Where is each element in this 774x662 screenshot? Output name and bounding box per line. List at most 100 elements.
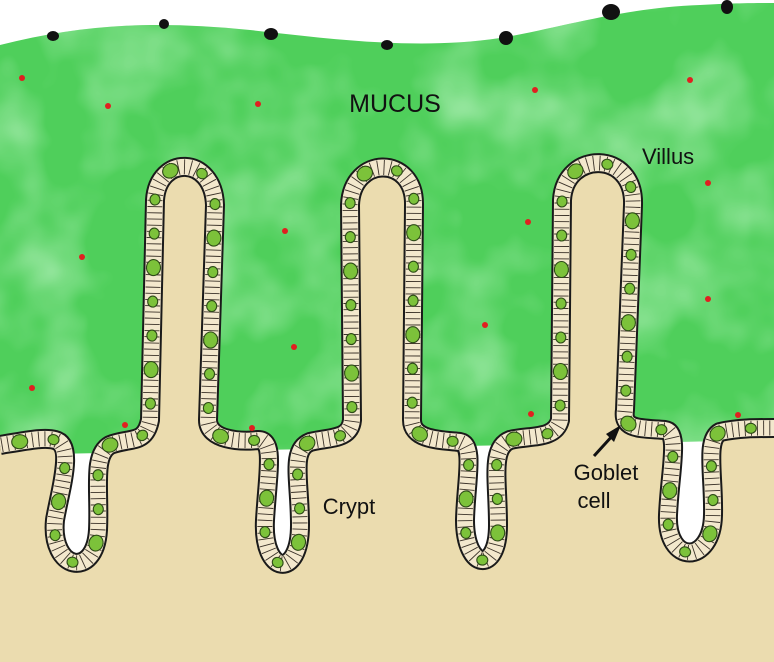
cell-divider xyxy=(91,466,107,469)
goblet-cell xyxy=(292,468,304,481)
cell-divider xyxy=(176,160,181,175)
goblet-cell xyxy=(345,299,357,312)
cell-divider xyxy=(141,421,157,426)
surface-particle xyxy=(159,19,169,29)
goblet-cell xyxy=(259,526,271,539)
cell-divider xyxy=(205,255,221,257)
goblet-cell xyxy=(405,326,421,344)
cell-divider xyxy=(259,542,275,548)
goblet-cell xyxy=(149,193,161,206)
goblet-cell xyxy=(144,397,156,410)
cell-divider xyxy=(343,423,358,431)
goblet-cell xyxy=(411,426,428,442)
cell-divider xyxy=(49,509,64,514)
goblet-cell-label-line2: cell xyxy=(577,488,610,513)
cell-divider xyxy=(534,428,538,444)
goblet-cell xyxy=(271,556,284,569)
cell-divider xyxy=(202,354,218,357)
goblet-cell xyxy=(11,434,29,450)
cell-divider xyxy=(556,188,571,194)
cell-divider xyxy=(694,542,705,556)
cell-divider xyxy=(460,458,477,460)
goblet-cell xyxy=(556,195,568,208)
goblet-cell xyxy=(346,401,358,414)
cell-divider xyxy=(612,162,622,176)
arrow-icon xyxy=(592,425,621,458)
cell-divider xyxy=(592,155,595,171)
cell-divider xyxy=(460,450,476,455)
cell-divider xyxy=(622,280,638,283)
cell-divider xyxy=(90,528,106,531)
cell-divider xyxy=(55,440,69,450)
cell-divider xyxy=(290,459,306,463)
goblet-cell xyxy=(259,489,275,507)
cell-divider xyxy=(344,189,360,195)
cell-divider xyxy=(327,431,331,446)
cell-divider xyxy=(205,249,222,251)
surface-particle xyxy=(721,0,733,14)
goblet-cell xyxy=(620,384,632,397)
goblet-cell xyxy=(744,422,757,434)
cell-divider xyxy=(598,155,601,171)
cell-divider xyxy=(428,430,434,446)
goblet-cell xyxy=(101,437,119,453)
cell-divider xyxy=(231,432,235,448)
cell-divider xyxy=(261,470,277,472)
cell-divider xyxy=(666,537,681,547)
cell-divider xyxy=(625,193,640,197)
goblet-cell xyxy=(206,229,222,247)
cell-divider xyxy=(260,476,276,479)
cell-divider xyxy=(60,552,71,565)
cell-divider xyxy=(490,506,506,509)
goblet-cell xyxy=(407,260,419,273)
goblet-cell xyxy=(146,329,158,342)
cell-divider xyxy=(489,482,505,484)
cell-divider xyxy=(616,167,628,179)
cell-divider xyxy=(203,329,219,332)
cell-divider xyxy=(202,178,217,187)
cell-divider xyxy=(617,410,633,413)
cell-divider xyxy=(152,178,167,187)
cell-divider xyxy=(202,348,218,350)
cell-divider xyxy=(204,292,220,295)
cell-divider xyxy=(203,323,219,326)
cell-divider xyxy=(85,549,99,558)
mucus-label: MUCUS xyxy=(349,90,441,118)
goblet-cell xyxy=(203,367,216,381)
bacterium-dot xyxy=(705,180,711,186)
cell-divider xyxy=(650,421,653,437)
cell-divider xyxy=(204,185,220,192)
cell-divider xyxy=(458,435,466,450)
cell-divider xyxy=(435,432,439,448)
goblet-cell xyxy=(554,399,566,412)
bacterium-dot xyxy=(255,101,261,107)
goblet-cell xyxy=(625,180,637,194)
cell-divider xyxy=(291,452,307,458)
cell-divider xyxy=(237,432,240,448)
goblet-cell xyxy=(162,162,179,179)
cell-divider xyxy=(156,172,170,183)
goblet-cell xyxy=(491,458,503,471)
goblet-cell xyxy=(290,533,307,551)
cell-divider xyxy=(488,542,504,548)
labels: MUCUS Villus Goblet cell Crypt xyxy=(323,90,694,519)
cell-divider xyxy=(321,432,325,447)
cell-divider xyxy=(37,431,40,447)
bacterium-dot xyxy=(249,425,255,431)
goblet-cell xyxy=(620,415,637,432)
goblet-cell xyxy=(556,229,568,242)
cell-divider xyxy=(459,442,474,451)
bacterium-dot xyxy=(532,87,538,93)
cell-divider xyxy=(201,379,217,381)
crypt-label: Crypt xyxy=(323,494,376,519)
cell-divider xyxy=(47,522,63,525)
cell-divider xyxy=(288,549,303,557)
cell-divider xyxy=(204,286,220,288)
cell-divider xyxy=(486,547,501,555)
cell-divider xyxy=(617,404,633,407)
bacterium-dot xyxy=(528,411,534,417)
tissue-region xyxy=(0,163,774,662)
goblet-cell xyxy=(212,428,230,445)
bacterium-dot xyxy=(687,77,693,83)
cell-divider xyxy=(257,513,273,516)
